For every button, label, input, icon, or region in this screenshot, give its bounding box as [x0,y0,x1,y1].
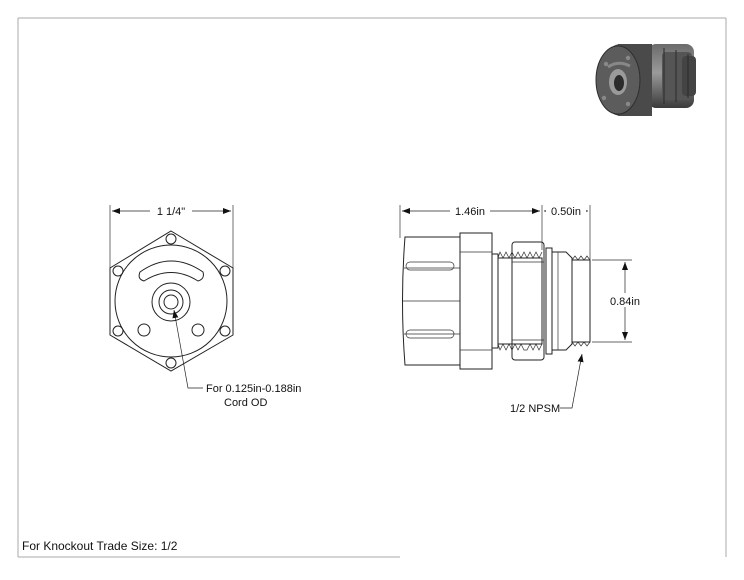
hex-nut-outline [109,230,234,372]
cord-callout-leader [172,309,203,389]
side-view: 1.46in 0.50in [399,203,646,415]
thread-teeth [497,251,543,351]
knockout-size-note: For Knockout Trade Size: 1/2 [22,539,178,553]
lock-nut [511,241,545,361]
sealing-washer [551,251,573,351]
arc-slot [138,260,204,282]
cord-callout-line2: Cord OD [224,397,267,409]
width-dimension-label: 1 1/4" [157,206,185,218]
thread-end [571,259,591,343]
hex-body [459,232,493,370]
cord-bore-inner [163,294,179,310]
front-view: 1 1/4" For 0.125in-0.188in Cord OD [109,203,301,409]
cap-outline [114,244,228,358]
threaded-section [497,257,543,345]
cord-callout-line1: For 0.125in-0.188in [206,383,301,395]
cap-body [402,236,461,366]
thread-callout-label: 1/2 NPSM [510,403,560,415]
thread-diameter-dimension-label: 0.84in [610,296,640,308]
cord-bore-outer [151,282,191,322]
sheet-border [17,17,727,558]
thread-callout-leader [560,353,584,409]
length-dimension-label: 1.46in [455,206,485,218]
isometric-render [595,44,696,116]
thread-length-dimension-label: 0.50in [551,206,581,218]
